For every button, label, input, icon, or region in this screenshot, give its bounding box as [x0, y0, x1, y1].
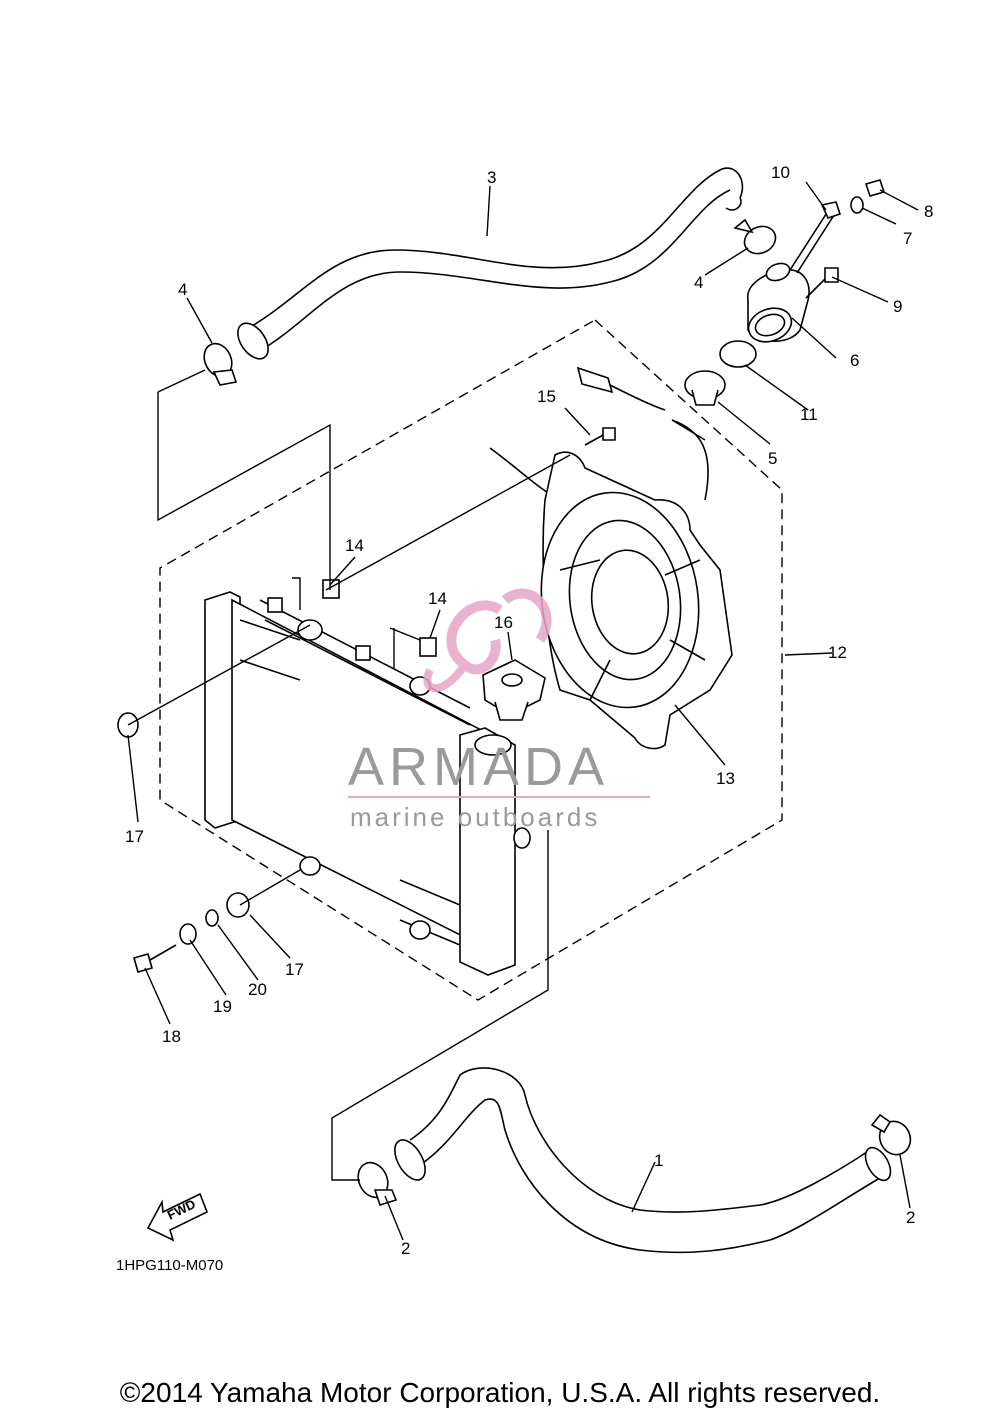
hose-clamp [203, 342, 238, 386]
callout-label: 17 [285, 960, 304, 979]
thermostat-housing [747, 262, 810, 343]
assembly-boundary [159, 319, 783, 1001]
bolt [864, 179, 886, 197]
callout-label: 4 [178, 280, 187, 299]
washer [850, 196, 864, 214]
watermark-tagline: marine outboards [350, 802, 600, 832]
bolt [805, 267, 839, 299]
upper-hose [237, 167, 744, 360]
callout-label: 15 [537, 387, 556, 406]
callout-label: 3 [487, 168, 496, 187]
callout-label: 6 [850, 351, 859, 370]
callout-label: 4 [694, 273, 703, 292]
callout-label: 2 [906, 1208, 915, 1227]
callout-leaders [127, 181, 919, 1241]
callout-label: 5 [768, 449, 777, 468]
callout-label: 10 [771, 163, 790, 182]
bolt [789, 201, 842, 274]
o-ring [719, 340, 757, 368]
callout-label: 14 [345, 536, 364, 555]
lower-hose [394, 1067, 892, 1254]
watermark-brand: ARMADA [348, 737, 609, 797]
leader-lines [127, 369, 706, 1181]
radiator-cap [482, 659, 546, 721]
callout-label: 8 [924, 202, 933, 221]
washer [179, 923, 197, 945]
callout-label: 11 [800, 405, 818, 424]
hose-clamp [733, 218, 777, 255]
copyright-notice: ©2014 Yamaha Motor Corporation, U.S.A. A… [119, 1377, 881, 1408]
watermark-logo [423, 588, 552, 693]
cooling-fan [540, 451, 733, 750]
callout-label: 7 [903, 229, 912, 248]
clip [322, 579, 340, 599]
callout-label: 18 [162, 1027, 181, 1046]
callout-label: 1 [654, 1151, 663, 1170]
diagram-code: 1HPG110-M070 [116, 1257, 223, 1274]
hose-clamp [357, 1161, 398, 1206]
clip [419, 637, 437, 657]
callout-label: 20 [248, 980, 267, 999]
grommet [226, 892, 250, 918]
hose-clamp [870, 1113, 912, 1156]
radiator [204, 591, 531, 976]
bolt [133, 944, 177, 973]
callout-label: 2 [401, 1239, 410, 1258]
collar [205, 909, 219, 927]
callout-label: 13 [716, 769, 735, 788]
callout-label: 12 [828, 643, 847, 662]
callout-label: 19 [213, 997, 232, 1016]
bolt [584, 427, 616, 446]
callout-label: 17 [125, 827, 144, 846]
fwd-arrow: FWD [146, 1192, 209, 1242]
thermostat [684, 370, 726, 406]
fan-connector [489, 366, 709, 501]
callout-label: 14 [428, 589, 447, 608]
callout-label: 9 [893, 297, 902, 316]
callout-label: 16 [494, 613, 513, 632]
